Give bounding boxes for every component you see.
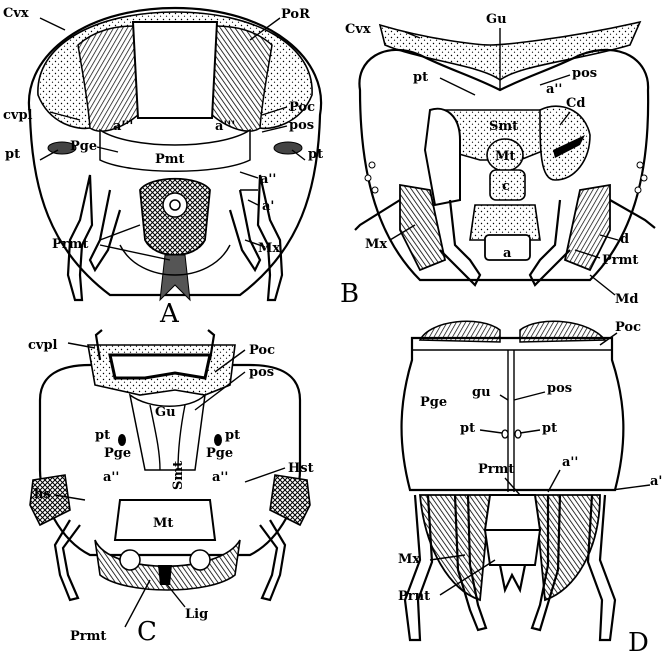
label-mx: Mx	[398, 552, 420, 567]
label-a2-left: a''	[103, 470, 119, 485]
label-prmt: Prmt	[478, 462, 514, 477]
cardo	[540, 106, 590, 180]
label-pt-left: pt	[460, 421, 475, 436]
label-hst: Hst	[288, 461, 314, 476]
panel-a: Cvx PoR cvpl Poc pos a''' a''' pt pt Pge…	[3, 6, 323, 329]
maxilla-right	[230, 190, 260, 270]
prementum	[160, 255, 190, 300]
label-pt: pt	[413, 70, 428, 85]
label-a1: a'	[262, 199, 274, 214]
palp-right	[260, 520, 285, 600]
label-prmt: Prmt	[52, 237, 88, 252]
label-smt: Smt	[489, 119, 518, 134]
label-poc: Poc	[249, 343, 275, 358]
label-pt-right: pt	[542, 421, 557, 436]
mentum	[485, 530, 540, 565]
label-a2: a''	[260, 172, 276, 187]
label-pge: Pge	[70, 139, 97, 154]
label-poc: Poc	[289, 100, 315, 115]
label-md: Md	[615, 292, 638, 307]
antenna-right	[610, 200, 655, 228]
label-pge: Pge	[420, 395, 447, 410]
label-pt-right: pt	[225, 428, 240, 443]
label-pt-left: pt	[95, 428, 110, 443]
label-c: c	[502, 179, 510, 194]
label-cvpl: cvpl	[3, 108, 33, 123]
label-cd: Cd	[566, 96, 585, 111]
label-hs: hs	[34, 487, 51, 502]
label-cvx: Cvx	[3, 6, 29, 21]
label-pos: pos	[249, 365, 274, 380]
antenna-left	[355, 200, 400, 230]
label-mx: Mx	[258, 241, 280, 256]
label-mt: Mt	[495, 149, 515, 164]
label-gu: Gu	[486, 12, 507, 27]
label-prmt: Prmt	[70, 629, 106, 644]
foramen	[133, 22, 217, 118]
label-a2: a''	[562, 455, 578, 470]
panel-b: Cvx Gu pt pos a'' Cd Smt Mt c Mx d a Prm…	[340, 12, 655, 309]
label-poc: Poc	[615, 320, 641, 335]
panel-letter-b: B	[340, 279, 359, 309]
label-pos: pos	[289, 118, 314, 133]
label-d: d	[620, 232, 629, 247]
label-a3-left: a'''	[113, 119, 133, 134]
panel-d: Poc gu pos Pge pt pt Prmt a'' a' Mx Prnt…	[398, 320, 662, 658]
label-pos: pos	[547, 381, 572, 396]
label-a1: a'	[650, 474, 662, 489]
label-gu: gu	[472, 385, 491, 400]
label-pos: pos	[572, 66, 597, 81]
eye-right	[270, 475, 310, 525]
panel-letter-c: C	[137, 617, 157, 647]
label-a2: a''	[546, 82, 562, 97]
panel-letter-d: D	[628, 628, 649, 658]
label-a2-right: a''	[212, 470, 228, 485]
label-cvpl: cvpl	[28, 338, 58, 353]
label-prmt: Prmt	[602, 253, 638, 268]
panel-letter-a: A	[159, 299, 180, 329]
label-a3-right: a'''	[215, 119, 235, 134]
prementum	[485, 495, 540, 530]
label-mt: Mt	[153, 516, 173, 531]
label-smt: Smt	[171, 461, 186, 490]
label-a: a	[503, 246, 512, 261]
foramen	[110, 355, 210, 378]
label-prnt: Prnt	[398, 589, 430, 604]
palp-left	[55, 520, 80, 600]
label-pge-right: Pge	[206, 446, 233, 461]
label-gu: Gu	[155, 405, 176, 420]
ligula	[500, 565, 525, 590]
label-pt-right: pt	[308, 147, 323, 162]
label-lig: Lig	[185, 607, 208, 622]
label-mx: Mx	[365, 237, 387, 252]
maxilla-left	[90, 190, 120, 270]
label-pge-left: Pge	[104, 446, 131, 461]
label-por: PoR	[281, 7, 310, 22]
label-pmt: Pmt	[155, 152, 185, 167]
panel-c: cvpl Poc pos Gu pt pt Pge Pge Hst hs a''…	[28, 330, 314, 647]
palp-right	[258, 175, 282, 300]
label-pt-left: pt	[5, 147, 20, 162]
label-cvx: Cvx	[345, 22, 371, 37]
eye-right	[274, 142, 302, 154]
